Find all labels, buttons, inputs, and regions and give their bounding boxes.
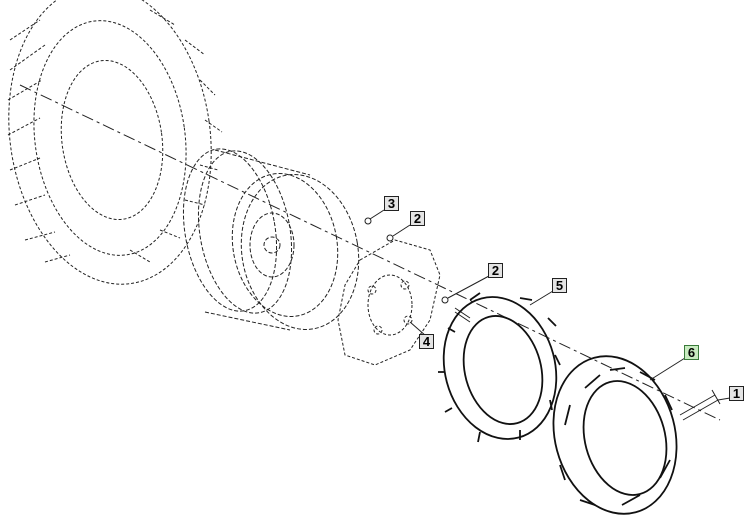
callout-5[interactable]: 5 [552,278,567,293]
assembly-axis [19,84,721,421]
mounting-plate [337,239,441,366]
callout-2[interactable]: 2 [488,263,503,278]
callout-3[interactable]: 3 [384,196,399,211]
callout-2[interactable]: 2 [410,211,425,226]
tire [7,0,223,285]
callout-1[interactable]: 1 [729,386,744,401]
inner-wheel-weight [438,292,561,443]
callout-4[interactable]: 4 [419,334,434,349]
outer-wheel-weight [552,355,678,515]
wheel-rim [182,148,360,331]
leader-lines [369,209,731,401]
callout-6[interactable]: 6 [684,345,699,360]
